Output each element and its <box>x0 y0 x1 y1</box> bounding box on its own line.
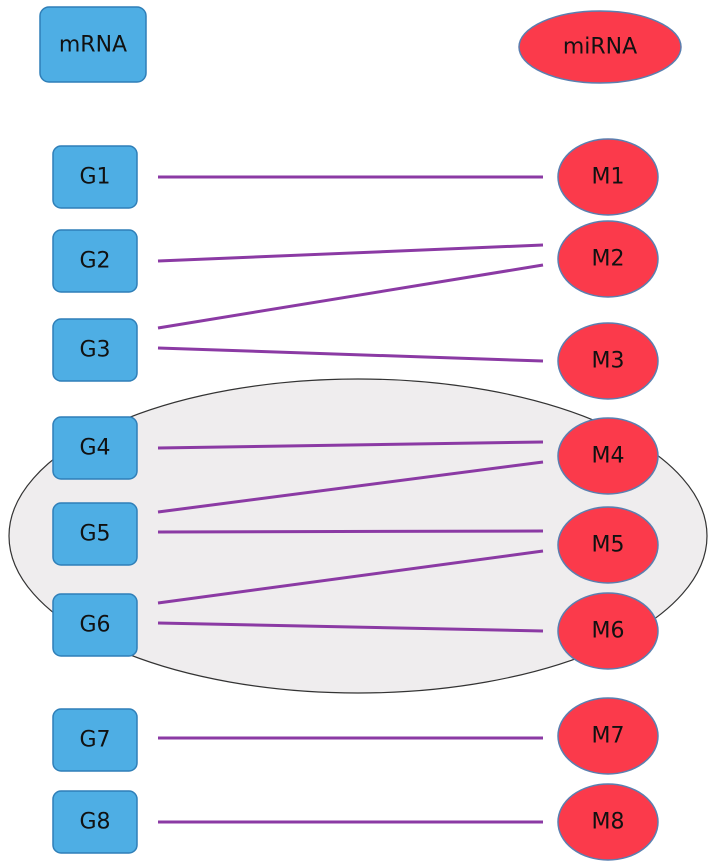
mirna-label: M3 <box>592 349 625 374</box>
gene-box <box>52 593 138 657</box>
mirna-label: M8 <box>592 810 625 835</box>
gene-label: G3 <box>79 338 110 363</box>
mirna-node-m8: M8 <box>557 783 659 861</box>
mirna-ellipse <box>557 697 659 775</box>
gene-label: G2 <box>79 249 110 274</box>
mirna-node-m6: M6 <box>557 592 659 670</box>
mirna-node-m2: M2 <box>557 220 659 298</box>
legend-mirna: miRNA <box>518 10 682 84</box>
edge-g3-m2 <box>157 263 544 330</box>
gene-node-g1: G1 <box>52 145 138 209</box>
mirna-label: M4 <box>592 444 625 469</box>
mirna-label: M7 <box>592 724 625 749</box>
mirna-ellipse <box>557 417 659 495</box>
mirna-label: M5 <box>592 533 625 558</box>
mirna-label: M2 <box>592 247 625 272</box>
gene-label: G1 <box>79 165 110 190</box>
legend-mirna-ellipse <box>518 10 682 84</box>
mirna-ellipse <box>557 783 659 861</box>
gene-node-g5: G5 <box>52 502 138 566</box>
mirna-ellipse <box>557 322 659 400</box>
gene-label: G6 <box>79 613 110 638</box>
legend-mrna: mRNA <box>39 6 147 83</box>
legend-mirna-label: miRNA <box>563 35 637 60</box>
gene-node-g6: G6 <box>52 593 138 657</box>
mirna-node-m4: M4 <box>557 417 659 495</box>
gene-box <box>52 708 138 772</box>
gene-box <box>52 318 138 382</box>
mirna-label: M6 <box>592 619 625 644</box>
edge-g6-m6 <box>157 621 544 633</box>
mirna-ellipse <box>557 138 659 216</box>
gene-box <box>52 145 138 209</box>
edge-g5-m4 <box>157 460 544 514</box>
edge-g3-m3 <box>157 346 544 363</box>
gene-label: G5 <box>79 522 110 547</box>
mirna-node-m7: M7 <box>557 697 659 775</box>
gene-box <box>52 229 138 293</box>
mirna-ellipse <box>557 220 659 298</box>
mirna-ellipse <box>557 592 659 670</box>
legend-mrna-box <box>39 6 147 83</box>
gene-box <box>52 502 138 566</box>
gene-node-g3: G3 <box>52 318 138 382</box>
gene-label: G7 <box>79 728 110 753</box>
gene-node-g4: G4 <box>52 416 138 480</box>
mirna-node-m1: M1 <box>557 138 659 216</box>
gene-box <box>52 416 138 480</box>
gene-node-g2: G2 <box>52 229 138 293</box>
mirna-node-m3: M3 <box>557 322 659 400</box>
edge-g6-m5 <box>157 549 544 605</box>
module-ellipse <box>8 378 708 694</box>
gene-label: G4 <box>79 436 110 461</box>
edges-layer <box>157 175 544 824</box>
legend-mrna-label: mRNA <box>59 33 127 58</box>
mirna-node-m5: M5 <box>557 506 659 584</box>
gene-node-g8: G8 <box>52 790 138 854</box>
edge-g2-m2 <box>157 243 544 263</box>
mirna-ellipse <box>557 506 659 584</box>
edge-g5-m5 <box>157 529 544 534</box>
mirna-label: M1 <box>592 165 625 190</box>
gene-label: G8 <box>79 810 110 835</box>
edge-g4-m4 <box>157 440 544 450</box>
gene-box <box>52 790 138 854</box>
gene-node-g7: G7 <box>52 708 138 772</box>
